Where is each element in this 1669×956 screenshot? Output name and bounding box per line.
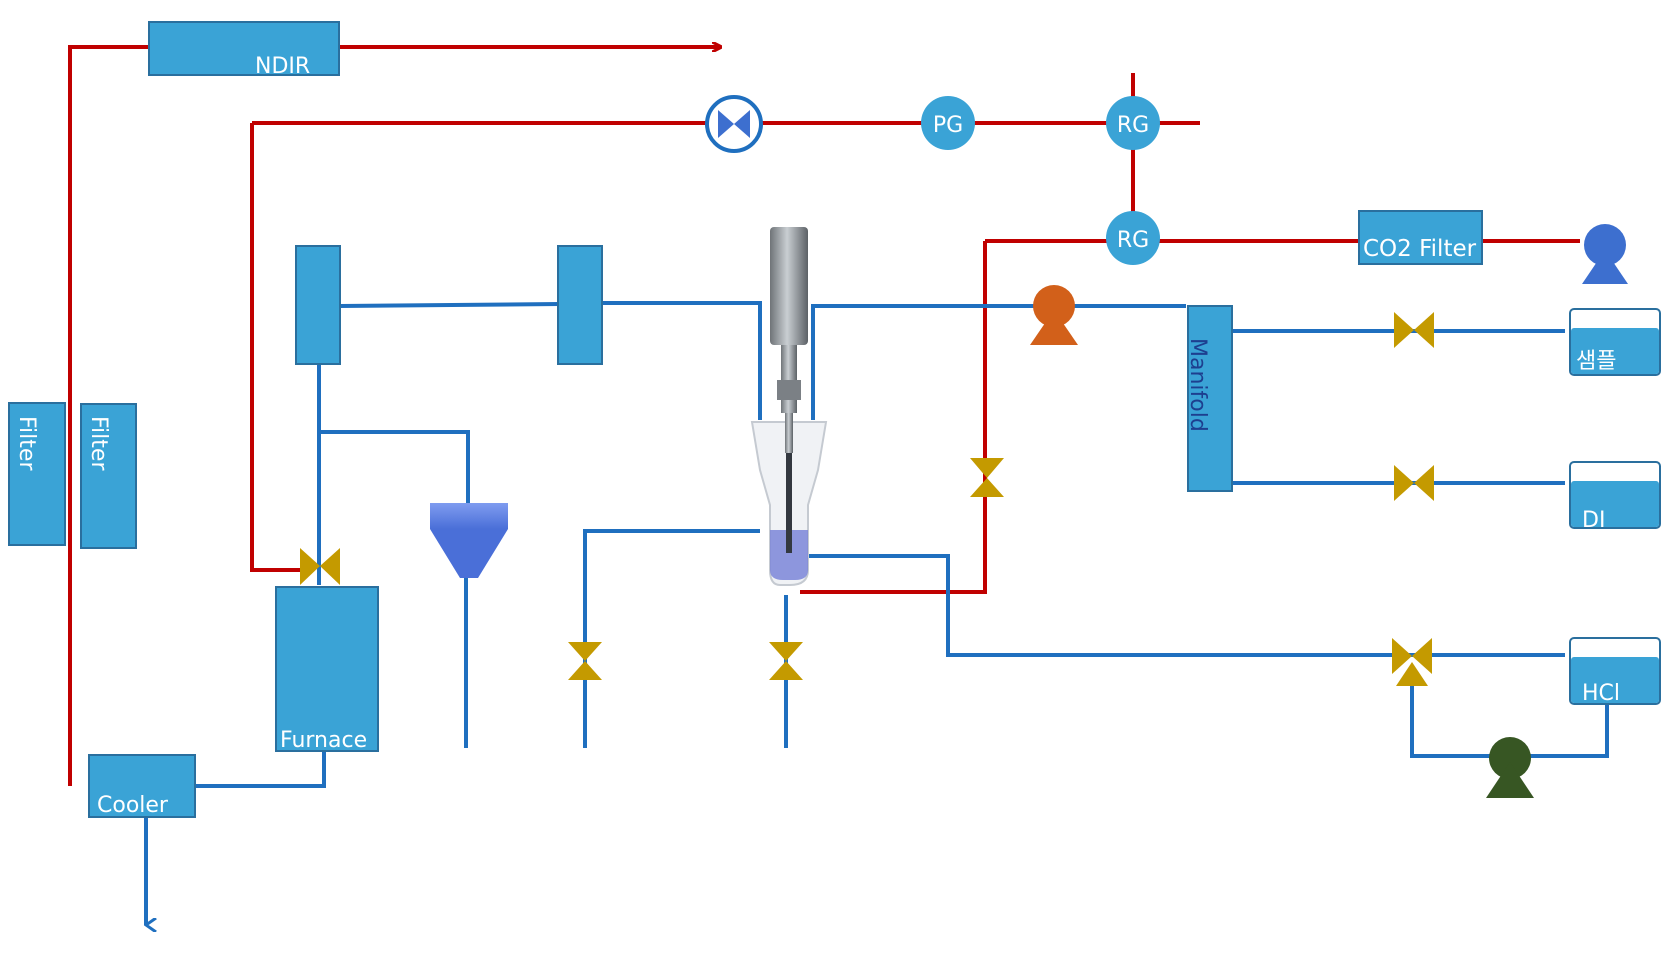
pressure-gauge[interactable]: PG — [921, 96, 975, 150]
valve-hcl-3way[interactable] — [1392, 638, 1432, 686]
liquid-line-cond2-reactor — [602, 301, 762, 420]
furnace-label: Furnace — [280, 728, 367, 753]
co2-filter[interactable]: CO2 Filter — [1358, 210, 1483, 265]
liquid-line-to-hopper — [319, 430, 470, 505]
liquid-line-reactor-hcl — [808, 554, 1412, 657]
liquid-line-cooler-furnace — [195, 750, 326, 788]
tank-sample-label: 샘플 — [1576, 349, 1616, 374]
reactor[interactable] — [750, 227, 828, 586]
furnace[interactable]: Furnace — [275, 586, 379, 753]
recirc-pump[interactable] — [1486, 737, 1534, 798]
regulator-2[interactable]: RG — [1106, 211, 1160, 265]
cooler[interactable]: Cooler — [88, 754, 196, 818]
ndir-analyzer[interactable]: NDIR — [148, 21, 340, 79]
hopper[interactable] — [430, 503, 508, 578]
condenser-2[interactable] — [557, 245, 603, 365]
co2-filter-label: CO2 Filter — [1363, 236, 1477, 262]
valve-sample[interactable] — [1394, 312, 1434, 348]
valve-drain-left[interactable] — [568, 642, 602, 680]
filter-2[interactable]: Filter — [80, 403, 137, 549]
filter-1[interactable]: Filter — [8, 402, 66, 546]
regulator-1[interactable]: RG — [1106, 96, 1160, 150]
manifold[interactable]: Manifold — [1185, 305, 1233, 492]
liquid-line-cond1-cond2 — [339, 302, 561, 308]
condenser-1[interactable] — [295, 245, 341, 365]
filter-1-label: Filter — [14, 416, 39, 471]
pg-label: PG — [933, 113, 963, 138]
filter-2-label: Filter — [86, 416, 111, 471]
gas-line-furnace-feed — [250, 123, 300, 572]
manifold-label: Manifold — [1185, 338, 1210, 432]
gas-line-ndir-vent — [68, 45, 150, 786]
tank-sample[interactable]: 샘플 — [1569, 308, 1661, 376]
valve-di[interactable] — [1394, 465, 1434, 501]
valve-drain-reactor[interactable] — [769, 642, 803, 680]
tank-hcl[interactable]: HCl — [1569, 637, 1661, 706]
valve-furnace[interactable] — [300, 548, 340, 585]
liquid-line-drain-left — [583, 529, 760, 748]
gas-line-reactor-sparge — [800, 241, 987, 594]
gas-pump[interactable] — [1582, 224, 1628, 284]
flow-meter[interactable] — [705, 95, 763, 153]
tank-di[interactable]: DI — [1569, 461, 1661, 533]
tank-di-label: DI — [1582, 508, 1605, 533]
liquid-line-reactor-manifold — [811, 304, 1186, 420]
valve-sparge[interactable] — [970, 458, 1004, 497]
ndir-label: NDIR — [255, 54, 310, 79]
tank-hcl-label: HCl — [1582, 681, 1620, 706]
rg-1-label: RG — [1117, 113, 1149, 138]
rg-2-label: RG — [1117, 228, 1149, 253]
sample-pump[interactable] — [1030, 285, 1078, 345]
cooler-label: Cooler — [97, 793, 169, 818]
